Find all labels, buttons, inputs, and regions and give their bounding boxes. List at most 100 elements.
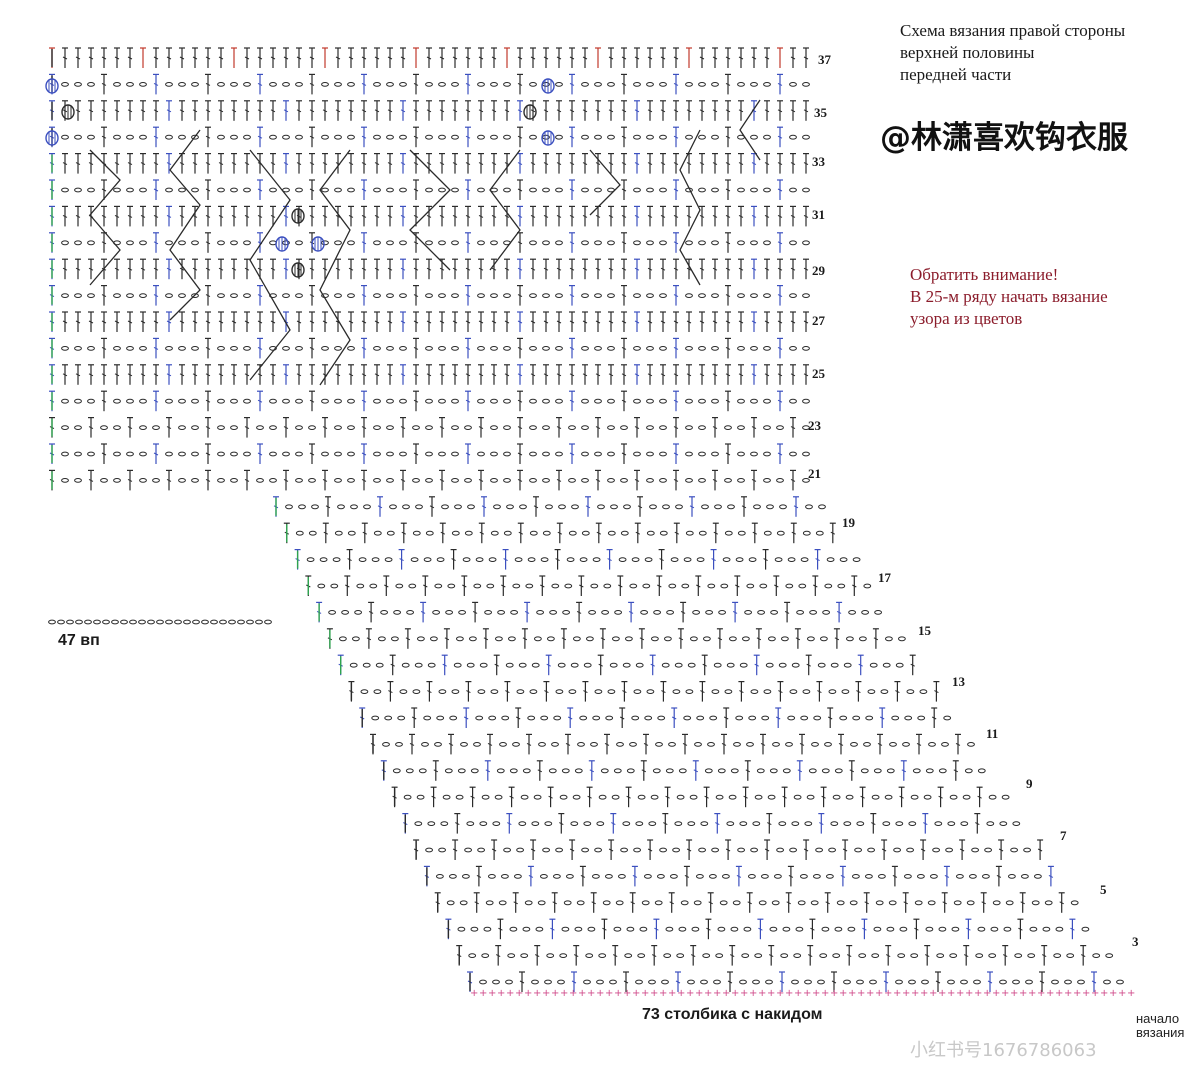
chain-stitch-icon <box>477 134 485 140</box>
crochet-stitch-icon <box>568 337 576 359</box>
crochet-stitch-icon <box>724 100 732 122</box>
chain-stitch-icon <box>761 874 769 879</box>
crochet-stitch-icon <box>568 73 576 96</box>
crochet-stitch-icon <box>113 311 121 333</box>
chain-stitch-icon <box>48 619 56 625</box>
crochet-stitch-icon <box>713 812 721 835</box>
foundation-stitch: + <box>956 988 964 999</box>
crochet-stitch-icon <box>555 47 563 69</box>
chain-stitch-icon <box>668 742 676 747</box>
crochet-stitch-icon <box>555 311 563 333</box>
chain-stitch-icon <box>832 794 841 800</box>
chain-stitch-icon <box>425 187 433 193</box>
flower-motif-icon <box>45 130 59 146</box>
chain-stitch-icon <box>635 979 643 985</box>
chain-stitch-icon <box>757 610 765 615</box>
crochet-stitch-icon <box>438 100 446 122</box>
crochet-stitch-icon <box>502 548 510 571</box>
crochet-stitch-icon <box>74 205 82 227</box>
chain-stitch-icon <box>349 662 358 668</box>
crochet-stitch-icon <box>321 417 329 439</box>
crochet-stitch-icon <box>516 258 524 280</box>
chain-stitch-icon <box>804 979 812 985</box>
crochet-stitch-icon <box>542 364 550 386</box>
chain-stitch-icon <box>503 478 511 483</box>
crochet-stitch-icon <box>724 839 732 861</box>
chain-stitch-icon <box>451 398 459 404</box>
chain-stitch-icon <box>616 742 624 747</box>
chain-stitch-icon <box>510 610 518 615</box>
chain-stitch-icon <box>841 689 850 694</box>
flower-motif-icon <box>275 236 289 252</box>
crochet-stitch-icon <box>646 364 654 386</box>
crochet-stitch-icon <box>421 575 429 597</box>
chain-stitch-icon <box>596 821 605 826</box>
chain-stitch-icon <box>217 187 225 193</box>
chain-stitch-icon <box>594 293 602 298</box>
chain-stitch-icon <box>789 293 797 298</box>
crochet-stitch-icon <box>659 258 667 280</box>
foundation-stitch: + <box>1100 988 1108 999</box>
crochet-stitch-icon <box>243 100 251 122</box>
chain-stitch-icon <box>507 953 516 958</box>
chain-stitch-icon <box>217 240 225 246</box>
chain-stitch-icon <box>356 583 365 589</box>
crochet-stitch-icon <box>386 205 394 227</box>
chain-stitch-icon <box>555 398 563 404</box>
crochet-stitch-icon <box>891 865 899 888</box>
crochet-stitch-icon <box>724 232 732 254</box>
chain-stitch-icon <box>544 821 553 826</box>
crochet-stitch-icon <box>774 707 782 729</box>
foundation-stitch: + <box>605 988 613 999</box>
crochet-stitch-icon <box>780 786 789 808</box>
chain-stitch-icon <box>559 794 568 800</box>
foundation-stitch: + <box>1037 988 1045 999</box>
crochet-stitch-icon <box>74 100 82 122</box>
crochet-stitch-icon <box>568 153 576 175</box>
chain-stitch-icon <box>1116 979 1124 985</box>
chain-stitch-icon <box>243 346 251 351</box>
chain-stitch-icon <box>871 794 880 800</box>
crochet-stitch-icon <box>295 311 303 333</box>
chain-stitch-icon <box>1027 953 1036 958</box>
chain-stitch-icon <box>607 82 615 87</box>
chain-stitch-icon <box>217 398 225 404</box>
chain-stitch-icon <box>663 953 672 958</box>
foundation-stitch: + <box>785 988 793 999</box>
chain-stitch-icon <box>769 768 778 774</box>
chain-stitch-icon <box>339 636 347 642</box>
crochet-stitch-icon <box>204 417 212 439</box>
crochet-stitch-icon <box>152 100 160 122</box>
crochet-stitch-icon <box>399 311 407 333</box>
chain-stitch-icon <box>509 926 518 932</box>
crochet-stitch-icon <box>87 364 95 386</box>
chain-stitch-icon <box>585 953 594 958</box>
chain-stitch-icon <box>581 346 589 351</box>
chain-stitch-icon <box>824 583 833 589</box>
crochet-stitch-icon <box>462 707 470 729</box>
chain-stitch-icon <box>451 689 460 694</box>
chain-stitch-icon <box>659 425 667 430</box>
crochet-stitch-icon <box>817 812 825 835</box>
crochet-stitch-icon <box>876 733 884 756</box>
chain-stitch-icon <box>74 240 82 246</box>
chain-stitch-icon <box>949 794 958 800</box>
chain-stitch-icon <box>992 900 1001 906</box>
crochet-stitch-icon <box>464 680 472 703</box>
crochet-stitch-icon <box>471 601 479 624</box>
crochet-stitch-icon <box>256 390 264 412</box>
crochet-stitch-icon <box>87 47 95 69</box>
chain-stitch-icon <box>438 187 446 193</box>
chain-stitch-icon <box>373 425 381 430</box>
crochet-stitch-icon <box>100 285 108 307</box>
crochet-stitch-icon <box>661 812 669 835</box>
chain-stitch-icon <box>373 240 381 246</box>
chain-stitch-icon <box>705 610 713 615</box>
chain-stitch-icon <box>631 715 640 721</box>
crochet-stitch-icon <box>692 760 700 782</box>
crochet-stitch-icon <box>87 311 95 333</box>
chain-stitch-icon <box>451 240 459 246</box>
chain-stitch-icon <box>646 293 654 298</box>
crochet-stitch-icon <box>191 364 199 386</box>
chain-stitch-icon <box>867 689 876 694</box>
